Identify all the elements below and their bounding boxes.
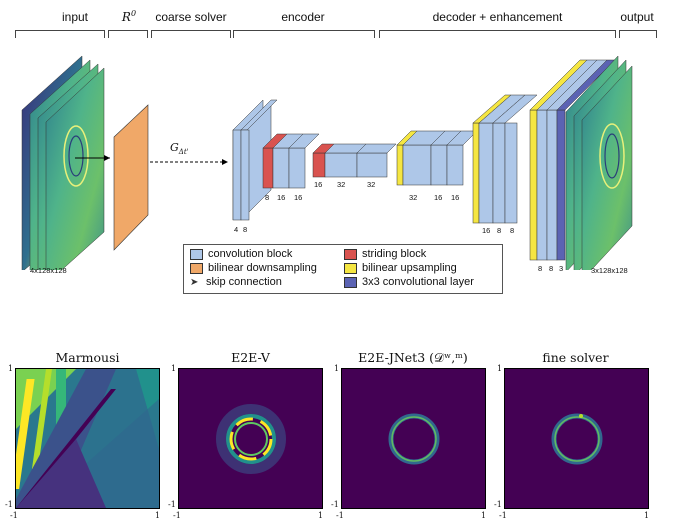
legend-conv3x3: 3x3 convolutional layer (344, 276, 474, 288)
fine-solver-image (505, 369, 648, 508)
legend-downsampling: bilinear downsampling (190, 262, 317, 274)
tick-y-max-2: 1 (171, 364, 177, 373)
tick-x-max-1: 1 (155, 511, 161, 520)
upsampling-swatch (344, 262, 357, 274)
ch-label: 16 (314, 180, 323, 189)
output-stack (565, 55, 633, 270)
stage-decoder: decoder + enhancement (432, 10, 563, 24)
ch-label: 16 (451, 193, 460, 202)
downsampling-swatch (190, 262, 203, 274)
tick-y-max-4: 1 (497, 364, 503, 373)
e2e-v-image (179, 369, 322, 508)
stage-coarse-solver: coarse solver (155, 10, 227, 24)
tick-y-max-3: 1 (334, 364, 340, 373)
operator-label: GΔt' (170, 141, 189, 156)
panel-title-e2e-v: E2E-V (231, 350, 270, 365)
tick-x-min-2: -1 (173, 511, 181, 520)
operator-sub: Δt' (178, 148, 189, 157)
r0-sup: 0 (130, 9, 137, 18)
panel-fine-solver (504, 368, 649, 509)
skip-arrow-icon: ➤ (190, 276, 199, 288)
panel-e2e-v (178, 368, 323, 509)
brace-output (619, 30, 657, 38)
conv3x3-swatch (344, 276, 357, 288)
legend-striding-label: striding block (362, 248, 427, 260)
tick-y-min-4: -1 (494, 500, 502, 509)
tick-x-max-3: 1 (481, 511, 487, 520)
panel-title-e2e-jnet3: E2E-JNet3 (𝒟ʷ,ᵐ) (358, 350, 468, 365)
ch-label: 16 (294, 193, 303, 202)
tick-x-min-1: -1 (10, 511, 18, 520)
tick-y-min-2: -1 (168, 500, 176, 509)
brace-r0 (108, 30, 148, 38)
striding-swatch (344, 248, 357, 260)
ch-label: 16 (482, 226, 491, 235)
ch-label: 32 (409, 193, 418, 202)
ch-label: 8 (538, 264, 543, 273)
brace-coarse (151, 30, 231, 38)
ch-label: 32 (337, 180, 346, 189)
legend-conv-label: convolution block (208, 248, 293, 260)
ch-label: 32 (367, 180, 376, 189)
tick-x-min-4: -1 (499, 511, 507, 520)
tick-y-min-3: -1 (331, 500, 339, 509)
decoder-blocks (396, 59, 616, 261)
output-dims: 3x128x128 (591, 266, 628, 275)
panel-e2e-jnet3 (341, 368, 486, 509)
encoder-blocks (232, 99, 397, 221)
panel-title-marmousi: Marmousi (55, 350, 120, 365)
ch-label: 8 (265, 193, 270, 202)
marmousi-image (16, 369, 159, 508)
panel-title-fine-solver: fine solver (542, 350, 609, 365)
legend-upsampling: bilinear upsampling (344, 262, 457, 274)
r0-label: R (121, 10, 131, 24)
legend-skip-label: skip connection (206, 276, 282, 288)
architecture-diagram (21, 55, 633, 270)
legend-striding: striding block (344, 248, 426, 260)
ch-label: 16 (434, 193, 443, 202)
ch-label: 8 (497, 226, 502, 235)
brace-encoder (233, 30, 375, 38)
panel-marmousi (15, 368, 160, 509)
stage-input: input (61, 10, 89, 24)
legend: convolution block bilinear downsampling … (183, 244, 503, 294)
tick-y-max-1: 1 (8, 364, 14, 373)
brace-decoder (379, 30, 616, 38)
input-dims: 4x128x128 (30, 266, 67, 275)
ch-label: 8 (510, 226, 515, 235)
e2e-jnet3-image (342, 369, 485, 508)
tick-x-max-2: 1 (318, 511, 324, 520)
operator-symbol: G (170, 141, 179, 154)
ch-label: 8 (549, 264, 554, 273)
input-stack (21, 55, 105, 270)
ch-label: 4 (234, 225, 239, 234)
ch-label: 8 (243, 225, 248, 234)
downsampling-block (113, 104, 149, 251)
tick-x-max-4: 1 (644, 511, 650, 520)
stage-encoder: encoder (281, 10, 325, 24)
brace-input (15, 30, 105, 38)
ch-label: 16 (277, 193, 286, 202)
conv-swatch (190, 248, 203, 260)
legend-skip: ➤ skip connection (190, 276, 282, 288)
legend-upsampling-label: bilinear upsampling (362, 262, 457, 274)
tick-y-min-1: -1 (5, 500, 13, 509)
tick-x-min-3: -1 (336, 511, 344, 520)
legend-conv: convolution block (190, 248, 292, 260)
stage-output: output (620, 10, 654, 24)
legend-conv3x3-label: 3x3 convolutional layer (362, 276, 474, 288)
ch-label: 3 (559, 264, 564, 273)
legend-downsampling-label: bilinear downsampling (208, 262, 317, 274)
stage-r0: R0 (112, 9, 146, 24)
